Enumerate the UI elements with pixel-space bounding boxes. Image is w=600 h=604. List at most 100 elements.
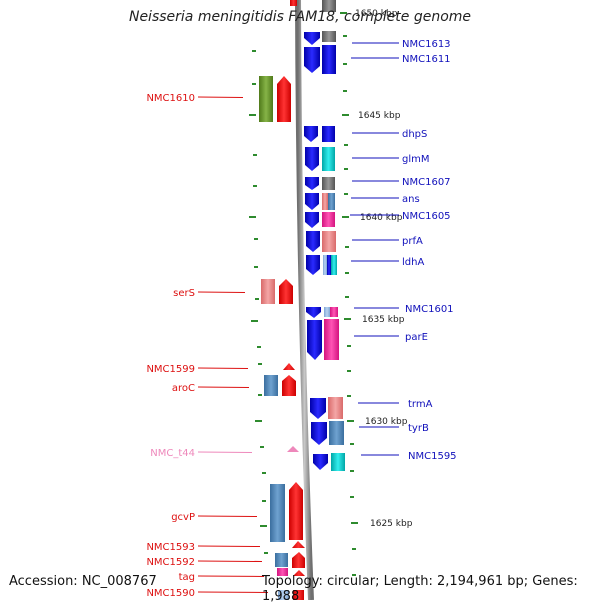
- label-leader-line: [197, 367, 249, 369]
- gene-nmc1595-b: [331, 453, 345, 471]
- gene-tag: [277, 568, 288, 576]
- genome-backbone: [295, 0, 314, 600]
- gene-sers-salmon: [261, 279, 275, 304]
- gene-label-nmc1607: NMC1607: [402, 177, 451, 188]
- gene-nmc1607-b: [322, 177, 335, 190]
- label-leader-line: [197, 96, 244, 98]
- gene-aroc-steel: [264, 375, 278, 396]
- label-leader-line: [197, 291, 246, 293]
- gene-ans-c: [328, 193, 335, 210]
- gene-nmc1595-a: [313, 454, 328, 470]
- label-leader-line: [197, 451, 253, 453]
- label-leader-line: [197, 545, 261, 547]
- gene-pare-b: [324, 319, 339, 360]
- gene-label-nmc1613: NMC1613: [402, 39, 451, 50]
- gene-ans-b: [322, 193, 328, 210]
- gene-label-nmc1593: NMC1593: [146, 542, 195, 553]
- gene-ans-a: [305, 193, 319, 210]
- gene-label-tyrb: tyrB: [408, 423, 429, 434]
- gene-tag-red: [293, 570, 305, 576]
- gene-trma-b: [328, 397, 343, 419]
- gene-label-nmc1611: NMC1611: [402, 54, 451, 65]
- gene-nmc1590-red: [293, 590, 304, 600]
- gene-label-pare: parE: [405, 332, 428, 343]
- gene-label-aroc: aroC: [172, 383, 195, 394]
- kbp-label: 1625 kbp: [370, 519, 413, 529]
- gene-nmc1613-b: [322, 31, 336, 42]
- gene-ldha-c: [327, 255, 331, 275]
- kbp-label: 1645 kbp: [358, 111, 401, 121]
- kbp-scale-labels: 1650 kbp 1645 kbp 1640 kbp 1635 kbp 1630 kbp…: [355, 9, 413, 529]
- gene-glmm-b: [322, 147, 335, 171]
- gene-gcvp: [289, 482, 303, 540]
- genome-title: Neisseria meningitidis FAM18, complete g…: [128, 9, 472, 25]
- gene-label-gcvp: gcvP: [171, 512, 195, 523]
- gene-label-nmc1610: NMC1610: [146, 93, 195, 104]
- gene-glmm-a: [305, 147, 319, 171]
- gene-nmc1611-b: [322, 45, 336, 74]
- label-leader-line: [197, 386, 250, 388]
- gene-tyrb-a: [311, 422, 327, 445]
- gene-nmc1613-a: [304, 32, 320, 45]
- gene-nmc1611-a: [304, 47, 320, 73]
- gene-nmc1593: [292, 541, 305, 548]
- gene-nmc1590: [278, 590, 289, 600]
- gene-label-nmc1599: NMC1599: [146, 364, 195, 375]
- gene-ldha-d: [331, 255, 337, 275]
- gene-label-prfa: prfA: [402, 236, 423, 247]
- gene-dhps-a: [304, 126, 318, 142]
- gene-label-ans: ans: [402, 194, 420, 205]
- gene-label-nmc-t44: NMC_t44: [150, 448, 195, 459]
- kbp-label: 1640 kbp: [360, 213, 403, 223]
- gene-nmc1601-b: [324, 307, 330, 317]
- gene-prfa-b: [322, 231, 336, 252]
- left-strand-genes: [259, 0, 305, 600]
- kbp-label: 1650 kbp: [355, 9, 398, 19]
- label-leader-line: [197, 515, 258, 517]
- gene-ldha-b: [323, 255, 327, 275]
- gene-label-tag: tag: [179, 572, 195, 583]
- gene-label-nmc1605: NMC1605: [402, 211, 451, 222]
- gene-sers: [279, 279, 293, 304]
- kbp-label: 1630 kbp: [365, 417, 408, 427]
- gene-ldha-a: [306, 255, 320, 275]
- gene-label-trma: trmA: [408, 399, 433, 410]
- gene-top-red: [290, 0, 297, 6]
- gene-label-sers: serS: [173, 288, 195, 299]
- gene-nmc1607-a: [305, 177, 319, 190]
- gene-nmc1601-a: [306, 307, 321, 318]
- label-leader-line: [197, 591, 269, 593]
- gene-nmc1605-b: [322, 212, 335, 227]
- gene-trma-a: [310, 398, 326, 419]
- gene-dhps-b: [322, 126, 335, 142]
- gene-label-dhps: dhpS: [402, 129, 427, 140]
- gene-label-nmc1590: NMC1590: [146, 588, 195, 599]
- gene-nmc1599: [283, 363, 295, 370]
- right-ticks: [340, 12, 358, 576]
- left-ticks: [249, 50, 268, 554]
- gene-label-nmc1595: NMC1595: [408, 451, 457, 462]
- accession-text: Accession: NC_008767: [9, 574, 157, 589]
- gene-prfa-a: [306, 231, 320, 252]
- gene-top-gray: [322, 0, 336, 12]
- gene-nmc-t44: [287, 446, 299, 452]
- right-strand-genes: [304, 0, 345, 471]
- gene-nmc1605-a: [305, 212, 319, 228]
- label-leader-line: [197, 560, 263, 562]
- gene-nmc1592: [292, 552, 305, 568]
- gene-label-nmc1592: NMC1592: [146, 557, 195, 568]
- gene-label-glmm: glmM: [402, 154, 430, 165]
- left-gene-labels: NMC1610 serS NMC1599 aroC NMC_t44 gcvP NMC1593…: [146, 93, 269, 599]
- label-leader-line: [197, 575, 265, 577]
- gene-nmc1601-c: [330, 307, 338, 317]
- gene-nmc1592-steel: [275, 553, 288, 567]
- gene-label-nmc1601: NMC1601: [405, 304, 454, 315]
- gene-tyrb-b: [329, 421, 344, 445]
- gene-nmc1610-olive: [259, 76, 273, 122]
- gene-label-ldha: ldhA: [402, 257, 424, 268]
- kbp-label: 1635 kbp: [362, 315, 405, 325]
- gene-nmc1610: [277, 76, 291, 122]
- gene-pare-a: [307, 320, 322, 360]
